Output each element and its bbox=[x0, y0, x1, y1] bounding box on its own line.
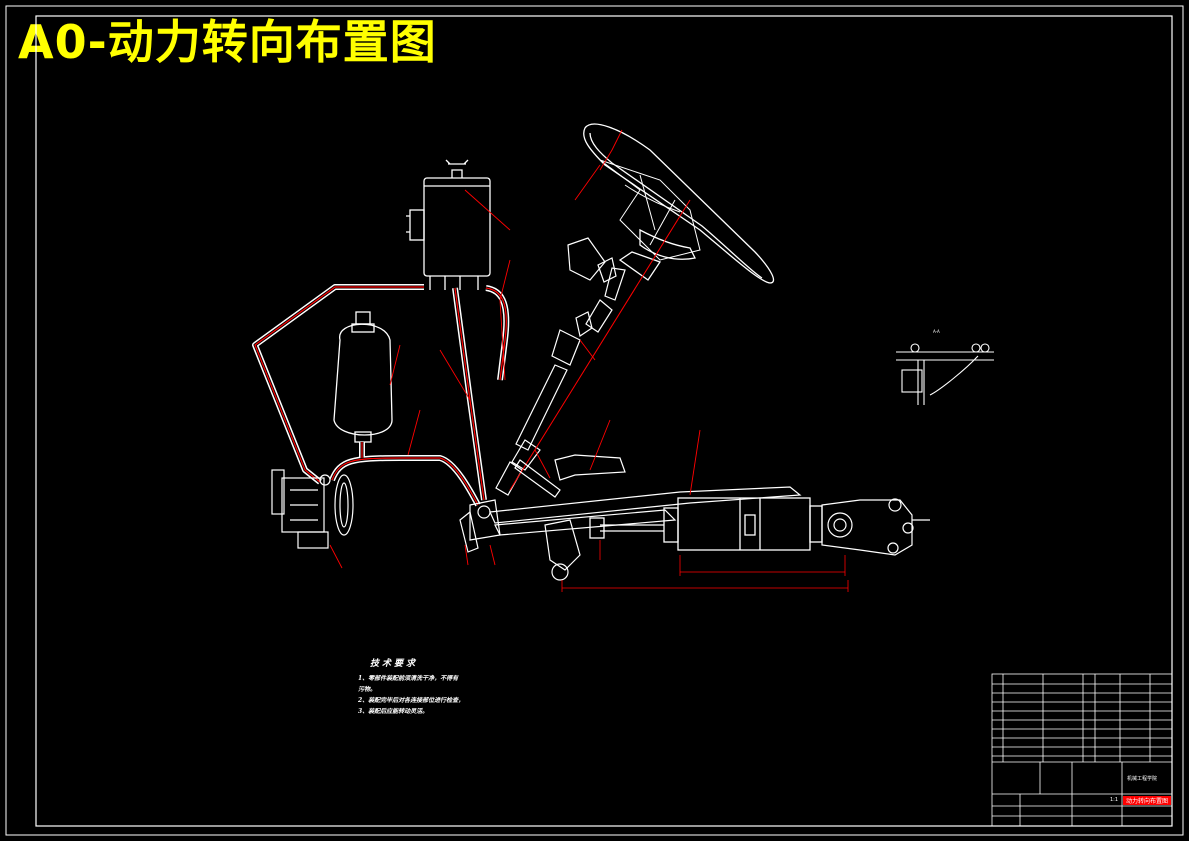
power-cylinder bbox=[589, 497, 823, 551]
tech-line: 2、装配完毕后对各连接部位进行检查， bbox=[358, 697, 465, 704]
tech-line: 1、零部件装配前须清洗干净，不得有 bbox=[358, 675, 459, 682]
drag-link bbox=[489, 459, 802, 536]
dimension-lines bbox=[561, 540, 849, 592]
drawing-title: A0-动力转向布置图 bbox=[18, 15, 437, 69]
steering-column bbox=[495, 237, 626, 496]
steering-column-centerline bbox=[509, 199, 691, 491]
steering-wheel bbox=[583, 123, 775, 284]
outer-border bbox=[5, 5, 1184, 836]
title-block bbox=[991, 673, 1173, 827]
tech-heading: 技术要求 bbox=[370, 659, 419, 669]
steering-pump bbox=[271, 469, 354, 549]
accumulator bbox=[333, 311, 393, 443]
leader-lines bbox=[329, 129, 701, 569]
title-block-drawing-name: 动力转向布置图 bbox=[1126, 797, 1168, 805]
detail-view-label: A-A bbox=[933, 329, 940, 334]
oil-pipes bbox=[252, 284, 510, 507]
tech-line: 污物。 bbox=[358, 686, 377, 693]
title-block-scale: 1:1 bbox=[1110, 797, 1118, 803]
section-detail bbox=[896, 343, 994, 405]
oil-reservoir bbox=[406, 159, 491, 290]
tech-line: 3、装配后应能转动灵活。 bbox=[358, 708, 429, 715]
technical-requirements: 技术要求 1、零部件装配前须清洗干净，不得有 污物。 2、装配完毕后对各连接部位… bbox=[358, 656, 464, 717]
title-block-school: 机械工程学院 bbox=[1127, 775, 1157, 782]
inner-border bbox=[35, 15, 1173, 827]
steering-knuckle bbox=[821, 498, 930, 556]
title-block-text: 机械工程学院 1:1 动力转向布置图 bbox=[1110, 775, 1171, 805]
